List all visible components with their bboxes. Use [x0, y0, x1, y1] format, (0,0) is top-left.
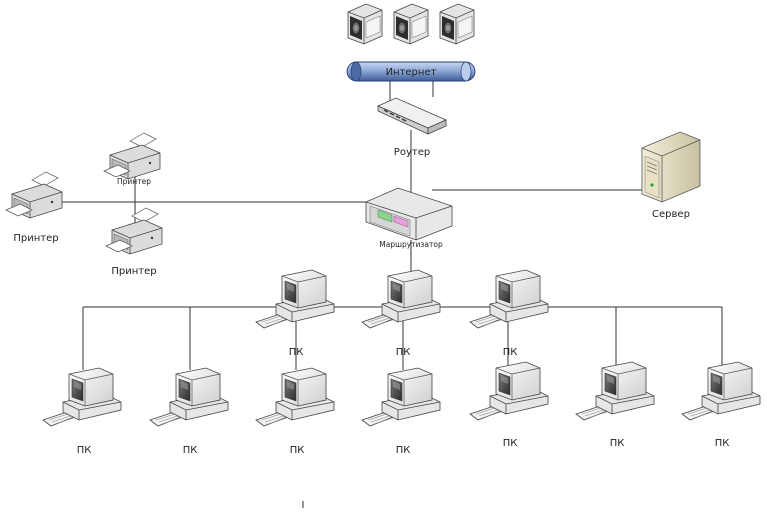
pc-node: ПК: [681, 361, 761, 449]
computer-icon: [149, 367, 229, 427]
computer-icon: [255, 269, 335, 329]
camera-icon: [393, 3, 429, 45]
pc-node: ПК: [149, 367, 229, 456]
pc-label: ПК: [610, 438, 625, 449]
computer-icon: [469, 361, 549, 421]
computer-icon: [575, 361, 655, 421]
router-device: Роутер: [377, 97, 447, 158]
text-cursor-mark: I: [302, 500, 305, 511]
printer-icon: [105, 207, 163, 255]
pc-label: ПК: [396, 445, 411, 456]
pc-node: ПК: [575, 361, 655, 449]
printer-mid: Принтер: [105, 207, 163, 277]
pc-label: ПК: [503, 347, 518, 358]
switch-label: Маршрутизатор: [379, 240, 443, 249]
pc-label: ПК: [396, 347, 411, 358]
pc-node: ПК: [42, 367, 122, 456]
camera-icon: [439, 3, 475, 45]
printer-top-label: Принтер: [117, 177, 151, 186]
pc-node: ПК: [469, 269, 549, 358]
router-label: Роутер: [394, 147, 430, 158]
computer-icon: [469, 269, 549, 329]
computer-icon: [361, 269, 441, 329]
pc-label: ПК: [715, 438, 730, 449]
pc-node: ПК: [255, 367, 335, 456]
camera-group: [347, 3, 475, 45]
pc-node: ПК: [361, 367, 441, 456]
computer-icon: [681, 361, 761, 421]
internet-label: Интернет: [386, 67, 437, 78]
internet-cloud: Интернет: [346, 61, 476, 82]
printer-mid-label: Принтер: [111, 266, 156, 277]
printer-left: Принтер: [5, 171, 63, 244]
pc-node: ПК: [469, 361, 549, 449]
computer-icon: [255, 367, 335, 427]
pc-label: ПК: [77, 445, 92, 456]
pc-label: ПК: [503, 438, 518, 449]
printer-left-label: Принтер: [13, 233, 58, 244]
server-device: Сервер: [641, 131, 701, 220]
server-label: Сервер: [652, 209, 690, 220]
pc-label: ПК: [183, 445, 198, 456]
printer-top: Принтер: [103, 132, 161, 186]
switch-device: Маршрутизатор: [365, 187, 453, 249]
pc-node: ПК: [361, 269, 441, 358]
camera-icon: [347, 3, 383, 45]
computer-icon: [42, 367, 122, 427]
pc-node: ПК: [255, 269, 335, 358]
printer-icon: [5, 171, 63, 219]
printer-icon: [103, 132, 161, 180]
computer-icon: [361, 367, 441, 427]
pc-label: ПК: [290, 445, 305, 456]
pc-label: ПК: [289, 347, 304, 358]
